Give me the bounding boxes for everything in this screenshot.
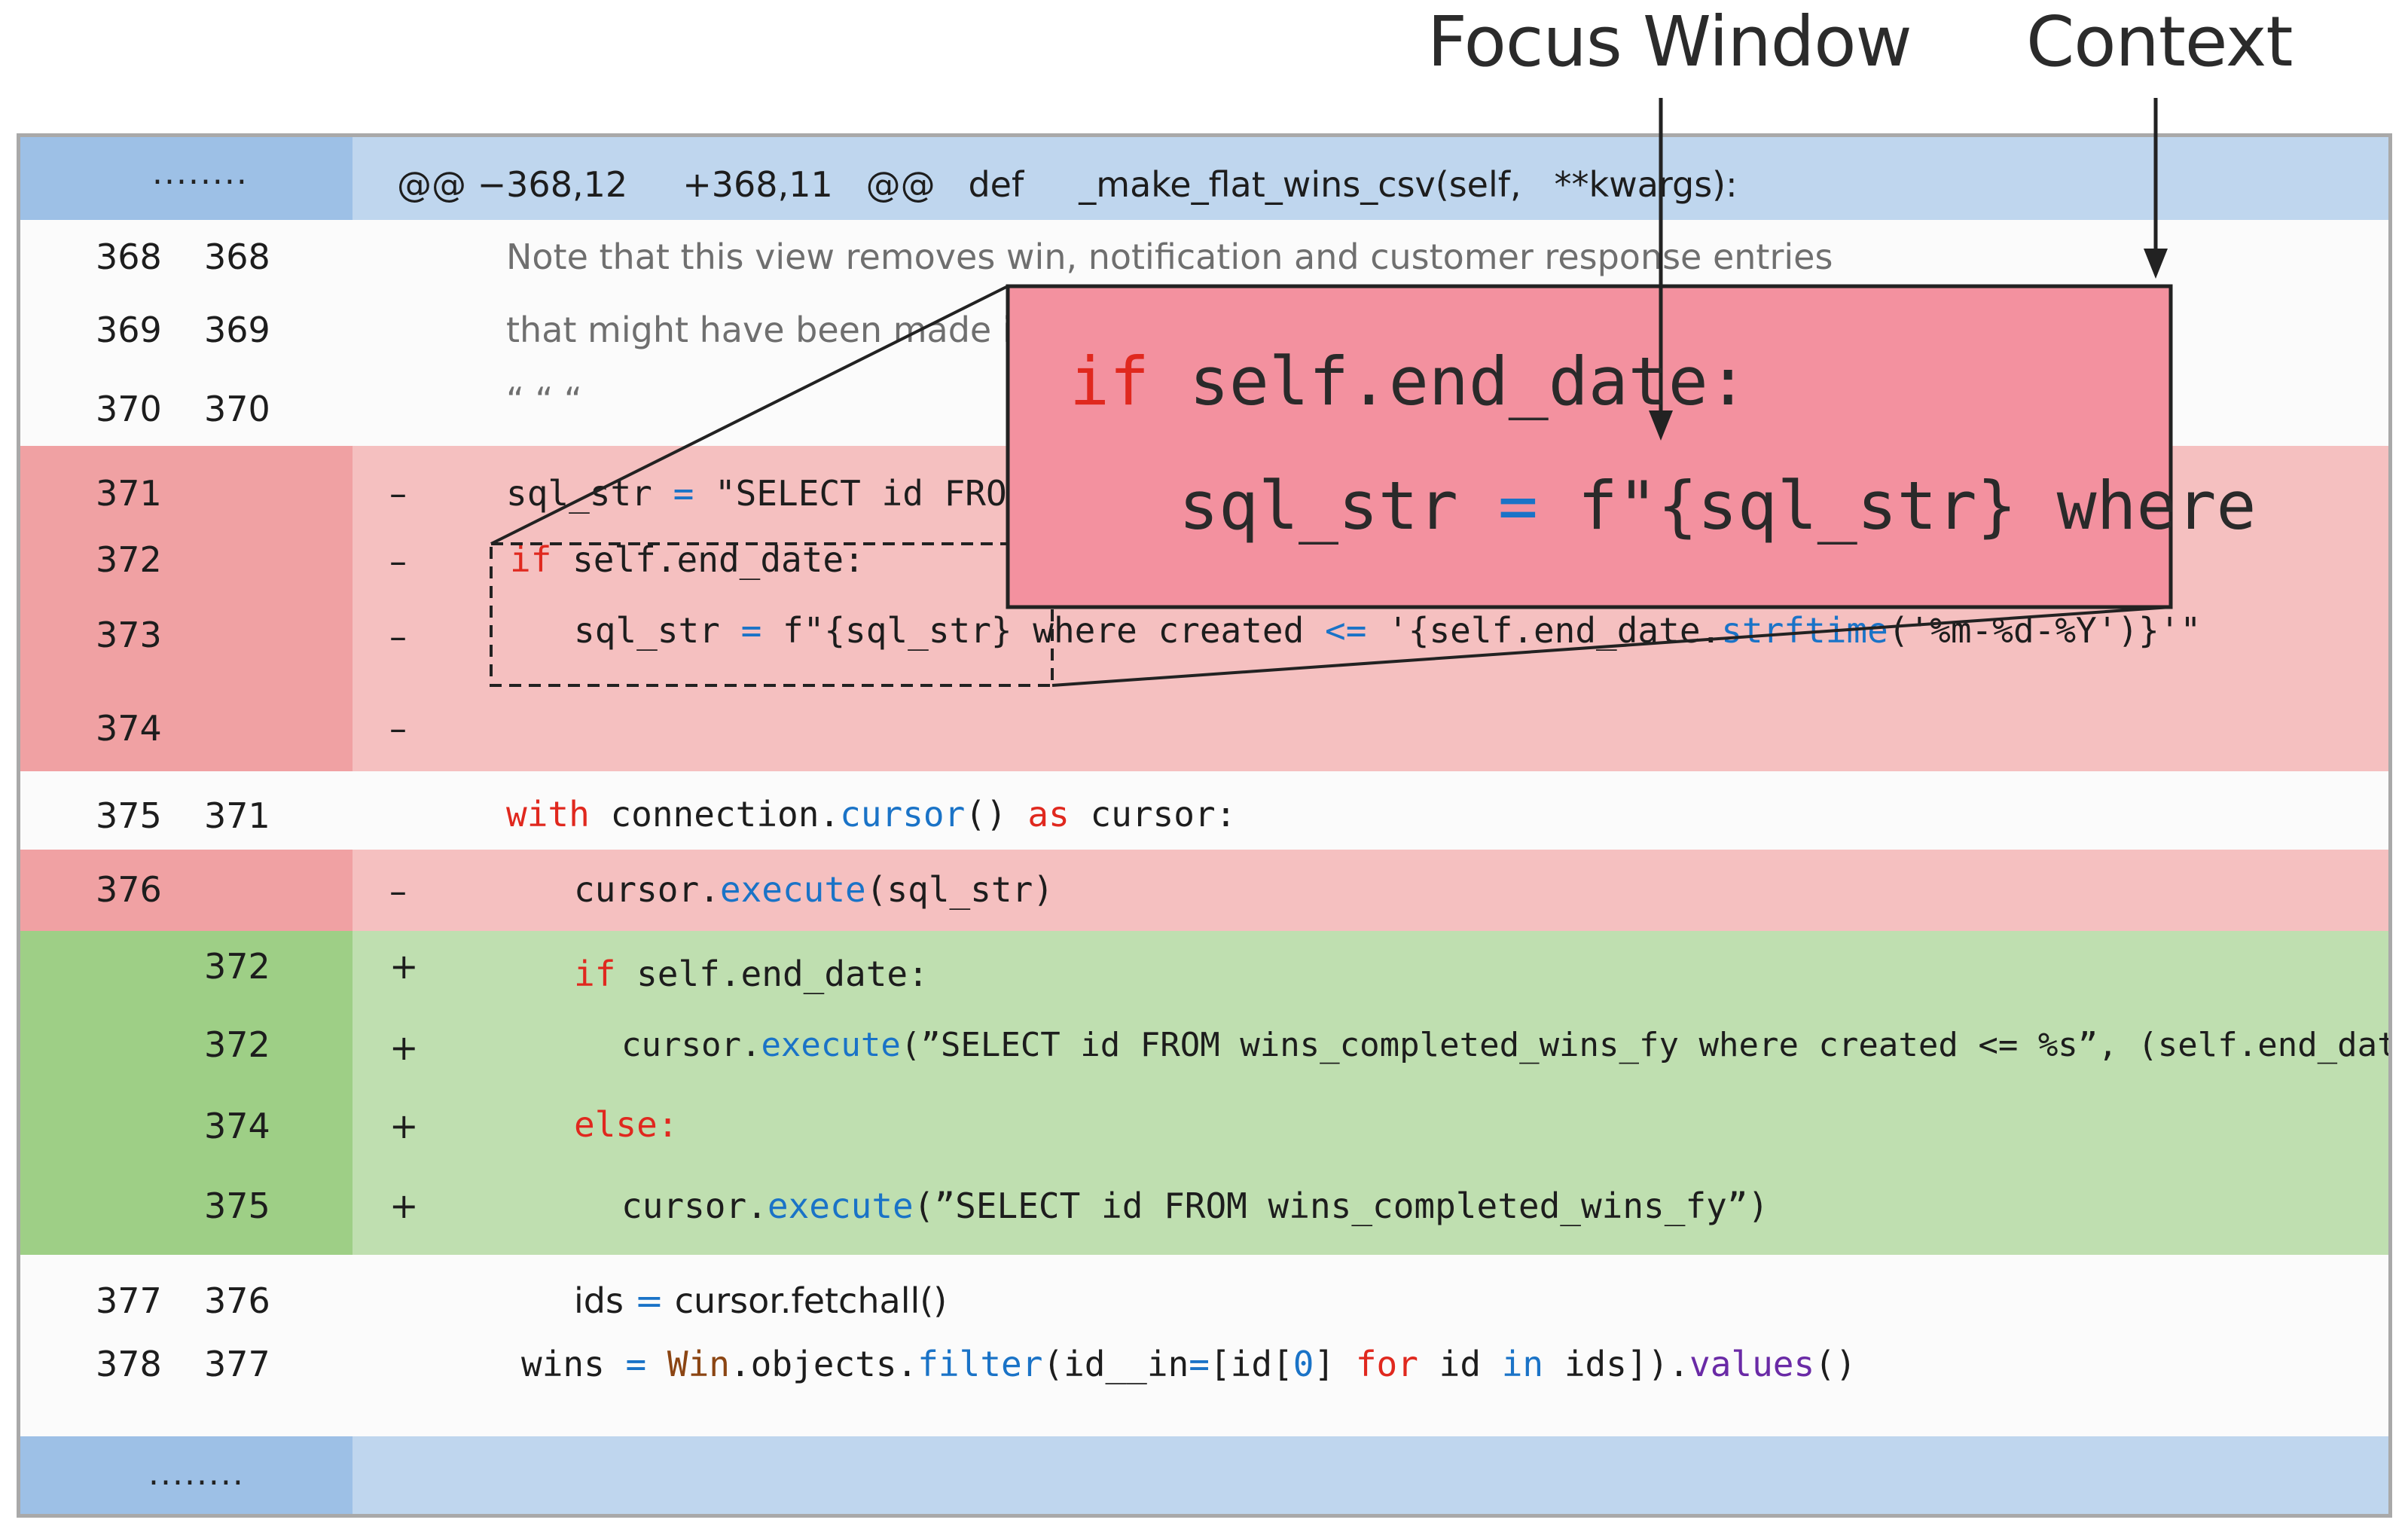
hunk-header-text: @@ −368,12 +368,11 @@ def _make_flat_win… bbox=[397, 164, 1738, 205]
context-arrow-head bbox=[2144, 249, 2168, 279]
diff-sign: – bbox=[389, 616, 407, 657]
diff-line-375: 375 371 with connection.cursor() as curs… bbox=[20, 771, 2388, 850]
code-text: ids = cursor.fetchall() bbox=[574, 1280, 948, 1321]
code-text: sql_str = f"{sql_str} where created <= '… bbox=[574, 610, 2202, 651]
diff-line-374: 374 – bbox=[20, 676, 2388, 771]
new-line-number: 370 bbox=[204, 389, 270, 429]
old-line-number: 378 bbox=[96, 1344, 162, 1384]
hunk-gutter-dots: ........ bbox=[152, 154, 249, 192]
code-text: if self.end_date: bbox=[510, 539, 865, 580]
code-text: “ “ “ bbox=[506, 380, 582, 420]
old-line-number: 372 bbox=[96, 539, 162, 580]
diff-line-377: 377 376 ids = cursor.fetchall() bbox=[20, 1255, 2388, 1321]
diff-line-368: 368 368 Note that this view removes win,… bbox=[20, 220, 2388, 293]
new-line-number: 377 bbox=[204, 1344, 270, 1384]
old-line-number: 370 bbox=[96, 389, 162, 429]
code-text: cursor.execute(”SELECT id FROM wins_comp… bbox=[621, 1026, 2392, 1064]
new-line-number: 369 bbox=[204, 310, 270, 350]
focus-window-arrow-head bbox=[1649, 410, 1673, 441]
focus-zoom-line-1: if self.end_date: bbox=[1070, 343, 1748, 420]
zoom-line-top bbox=[490, 285, 1009, 545]
code-text: cursor.execute(sql_str) bbox=[574, 869, 1054, 910]
focus-window-label: Focus Window bbox=[1427, 2, 1912, 82]
diff-line-add-3: 374 + else: bbox=[20, 1088, 2388, 1169]
new-line-number: 372 bbox=[204, 1024, 270, 1065]
diff-line-370: 370 370 “ “ “ bbox=[20, 366, 2388, 446]
hunk-header: ........ @@ −368,12 +368,11 @@ def _make… bbox=[20, 137, 2388, 220]
diff-sign: – bbox=[389, 871, 407, 911]
focus-zoom-box bbox=[1006, 284, 2173, 609]
diff-line-add-1: 372 + if self.end_date: bbox=[20, 931, 2388, 1009]
old-line-number: 368 bbox=[96, 237, 162, 277]
diff-line-add-4: 375 + cursor.execute(”SELECT id FROM win… bbox=[20, 1169, 2388, 1255]
new-line-number: 372 bbox=[204, 946, 270, 987]
zoom-line-bottom bbox=[1051, 606, 2171, 687]
diff-sign: + bbox=[389, 946, 419, 987]
old-line-number: 377 bbox=[96, 1280, 162, 1321]
old-line-number: 373 bbox=[96, 615, 162, 655]
diff-sign: – bbox=[389, 473, 407, 514]
diff-line-add-2: 372 + cursor.execute(”SELECT id FROM win… bbox=[20, 1009, 2388, 1088]
old-line-number: 369 bbox=[96, 310, 162, 350]
diff-line-372: 372 – if self.end_date: bbox=[20, 521, 2388, 594]
focus-zoom-line-2: sql_str = f"{sql_str} where bbox=[1179, 467, 2257, 545]
code-text: cursor.execute(”SELECT id FROM wins_comp… bbox=[621, 1186, 1769, 1226]
code-text: with connection.cursor() as cursor: bbox=[506, 794, 1237, 835]
diff-sign: – bbox=[389, 541, 407, 581]
context-label: Context bbox=[2026, 2, 2293, 82]
new-line-number: 376 bbox=[204, 1280, 270, 1321]
code-text: if self.end_date: bbox=[574, 954, 929, 994]
diff-sign: + bbox=[389, 1106, 419, 1146]
new-line-number: 371 bbox=[204, 795, 270, 836]
old-line-number: 371 bbox=[96, 473, 162, 514]
diff-sign: + bbox=[389, 1027, 419, 1068]
code-text: Note that this view removes win, notific… bbox=[506, 237, 1833, 277]
diff-sign: – bbox=[389, 708, 407, 749]
old-line-number: 375 bbox=[96, 795, 162, 836]
new-line-number: 375 bbox=[204, 1186, 270, 1226]
new-line-number: 374 bbox=[204, 1106, 270, 1146]
diff-line-376: 376 – cursor.execute(sql_str) bbox=[20, 850, 2388, 931]
hunk-footer: ........ bbox=[20, 1436, 2388, 1514]
diff-line-373: 373 – sql_str = f"{sql_str} where create… bbox=[20, 594, 2388, 676]
new-line-number: 368 bbox=[204, 237, 270, 277]
footer-gutter-dots: ........ bbox=[148, 1454, 245, 1493]
diff-line-378: 378 377 wins = Win.objects.filter(id__in… bbox=[20, 1321, 2388, 1395]
focus-selection-box bbox=[490, 542, 1054, 687]
old-line-number: 374 bbox=[96, 708, 162, 749]
code-text: wins = Win.objects.filter(id__in=[id[0] … bbox=[521, 1344, 1857, 1384]
old-line-number: 376 bbox=[96, 869, 162, 910]
code-text: else: bbox=[574, 1104, 679, 1145]
diff-sign: + bbox=[389, 1186, 419, 1226]
added-block bbox=[20, 931, 2388, 1255]
